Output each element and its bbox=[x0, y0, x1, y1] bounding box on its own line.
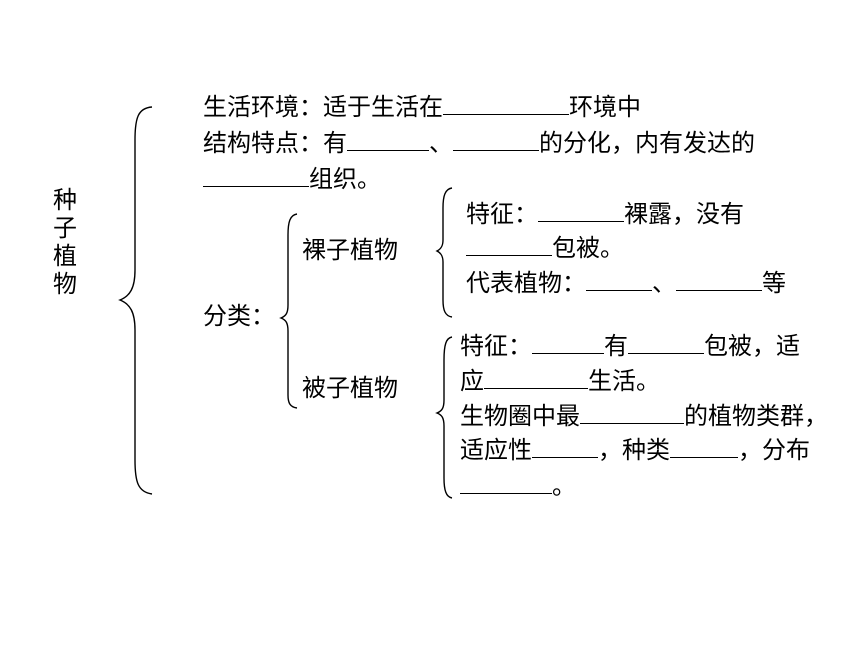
angiosperm-adapt2-mid: ，种类 bbox=[598, 436, 670, 464]
gymnosperm-name: 裸子植物 bbox=[302, 236, 398, 264]
angiosperm-adapt-label: 应 bbox=[460, 367, 484, 395]
blank-structure-1[interactable] bbox=[347, 124, 429, 151]
angiosperm-adapt2-end: ，分布 bbox=[738, 436, 810, 464]
blank-environment[interactable] bbox=[443, 88, 569, 115]
angiosperm-feature-line: 特征： 有 包被，适 bbox=[460, 327, 800, 363]
root-char: 植 bbox=[53, 242, 77, 270]
blank-angiosperm-6[interactable] bbox=[670, 431, 738, 458]
blank-angiosperm-4[interactable] bbox=[580, 397, 684, 424]
gymnosperm-feature-end: 包被。 bbox=[552, 234, 624, 262]
structure-sep: 、 bbox=[429, 129, 453, 157]
gymnosperm-brace bbox=[435, 187, 453, 318]
environment-line: 生活环境：适于生活在 环境中 bbox=[203, 88, 641, 124]
structure-line-2: 组织。 bbox=[203, 160, 381, 196]
root-label: 种 子 植 物 bbox=[50, 186, 80, 298]
angiosperm-feature-mid: 有 bbox=[604, 332, 628, 360]
blank-gymnosperm-4[interactable] bbox=[676, 264, 762, 291]
angiosperm-adapt2-label: 适应性 bbox=[460, 436, 532, 464]
angiosperm-rank-line: 生物圈中最 的植物类群， bbox=[460, 397, 828, 433]
classification-label: 分类： bbox=[203, 302, 275, 330]
structure-mid: 的分化，内有发达的 bbox=[539, 129, 755, 157]
angiosperm-brace bbox=[435, 336, 453, 499]
blank-gymnosperm-1[interactable] bbox=[538, 195, 624, 222]
angiosperm-name: 被子植物 bbox=[302, 374, 398, 402]
structure-end: 组织。 bbox=[309, 165, 381, 193]
blank-gymnosperm-2[interactable] bbox=[466, 229, 552, 256]
gymnosperm-feature-label: 特征： bbox=[466, 200, 538, 228]
angiosperm-final-line: 。 bbox=[460, 467, 576, 503]
main-brace bbox=[118, 106, 153, 495]
root-char: 子 bbox=[53, 214, 77, 242]
blank-gymnosperm-3[interactable] bbox=[586, 264, 652, 291]
blank-angiosperm-7[interactable] bbox=[460, 467, 552, 494]
blank-angiosperm-2[interactable] bbox=[628, 327, 704, 354]
gymnosperm-rep-line: 代表植物： 、 等 bbox=[466, 264, 786, 300]
angiosperm-adapt-end: 生活。 bbox=[588, 367, 660, 395]
blank-angiosperm-3[interactable] bbox=[484, 362, 588, 389]
blank-angiosperm-1[interactable] bbox=[532, 327, 604, 354]
gymnosperm-rep-sep: 、 bbox=[652, 269, 676, 297]
gymnosperm-rep-label: 代表植物： bbox=[466, 269, 586, 297]
structure-line: 结构特点：有 、 的分化，内有发达的 bbox=[203, 124, 755, 160]
root-char: 物 bbox=[53, 270, 77, 298]
angiosperm-rank-label: 生物圈中最 bbox=[460, 402, 580, 430]
root-char: 种 bbox=[53, 186, 77, 214]
gymnosperm-feature-line: 特征： 裸露，没有 bbox=[466, 195, 744, 231]
blank-structure-3[interactable] bbox=[203, 160, 309, 187]
angiosperm-feature-label: 特征： bbox=[460, 332, 532, 360]
gymnosperm-rep-end: 等 bbox=[762, 269, 786, 297]
environment-label: 生活环境：适于生活在 bbox=[203, 93, 443, 121]
gymnosperm-feature-mid: 裸露，没有 bbox=[624, 200, 744, 228]
blank-angiosperm-5[interactable] bbox=[532, 431, 598, 458]
structure-label: 结构特点：有 bbox=[203, 129, 347, 157]
angiosperm-final-end: 。 bbox=[552, 472, 576, 500]
angiosperm-adapt-line: 应 生活。 bbox=[460, 362, 660, 398]
angiosperm-adapt2-line: 适应性 ，种类 ，分布 bbox=[460, 431, 810, 467]
classification-brace bbox=[279, 213, 298, 409]
blank-structure-2[interactable] bbox=[453, 124, 539, 151]
angiosperm-feature-end: 包被，适 bbox=[704, 332, 800, 360]
environment-suffix: 环境中 bbox=[569, 93, 641, 121]
angiosperm-rank-end: 的植物类群， bbox=[684, 402, 828, 430]
gymnosperm-feature-line-2: 包被。 bbox=[466, 229, 624, 265]
